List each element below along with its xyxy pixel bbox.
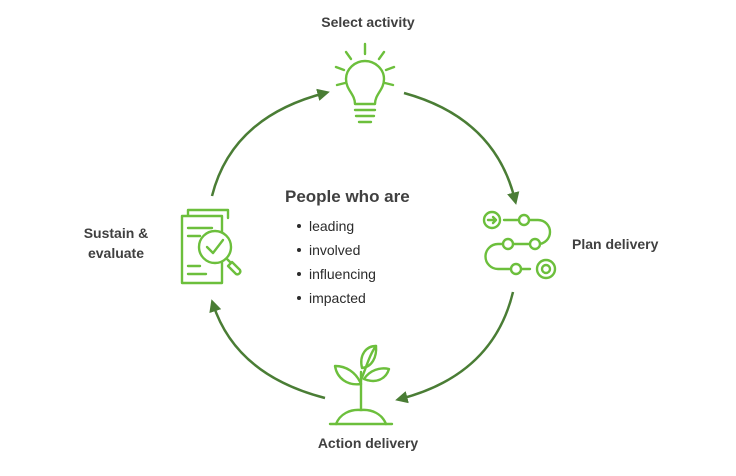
- list-item: influencing: [297, 262, 455, 286]
- arrow-select-to-plan: [403, 91, 520, 205]
- arrow-sustain-to-select: [210, 88, 330, 197]
- sustain-label-line-2: evaluate: [87, 245, 145, 261]
- document-magnifier-check-icon: [180, 208, 242, 285]
- path-route-icon: [482, 210, 557, 280]
- arrow-plan-to-action: [395, 291, 515, 404]
- seedling-icon: [328, 344, 394, 426]
- step-label-action-delivery: Action delivery: [317, 435, 419, 451]
- people-list: leading involved influencing impacted: [285, 214, 455, 310]
- list-item: impacted: [297, 286, 455, 310]
- list-item: leading: [297, 214, 455, 238]
- lightbulb-icon: [334, 42, 396, 124]
- step-label-sustain-evaluate: Sustain & evaluate: [60, 223, 172, 263]
- sustain-label-line-1: Sustain &: [83, 225, 149, 241]
- step-label-select-activity: Select activity: [321, 14, 415, 30]
- list-item: involved: [297, 238, 455, 262]
- step-label-plan-delivery: Plan delivery: [572, 236, 659, 252]
- center-text-block: People who are leading involved influenc…: [285, 186, 455, 310]
- arrow-action-to-sustain: [209, 299, 326, 400]
- center-title: People who are: [285, 187, 410, 206]
